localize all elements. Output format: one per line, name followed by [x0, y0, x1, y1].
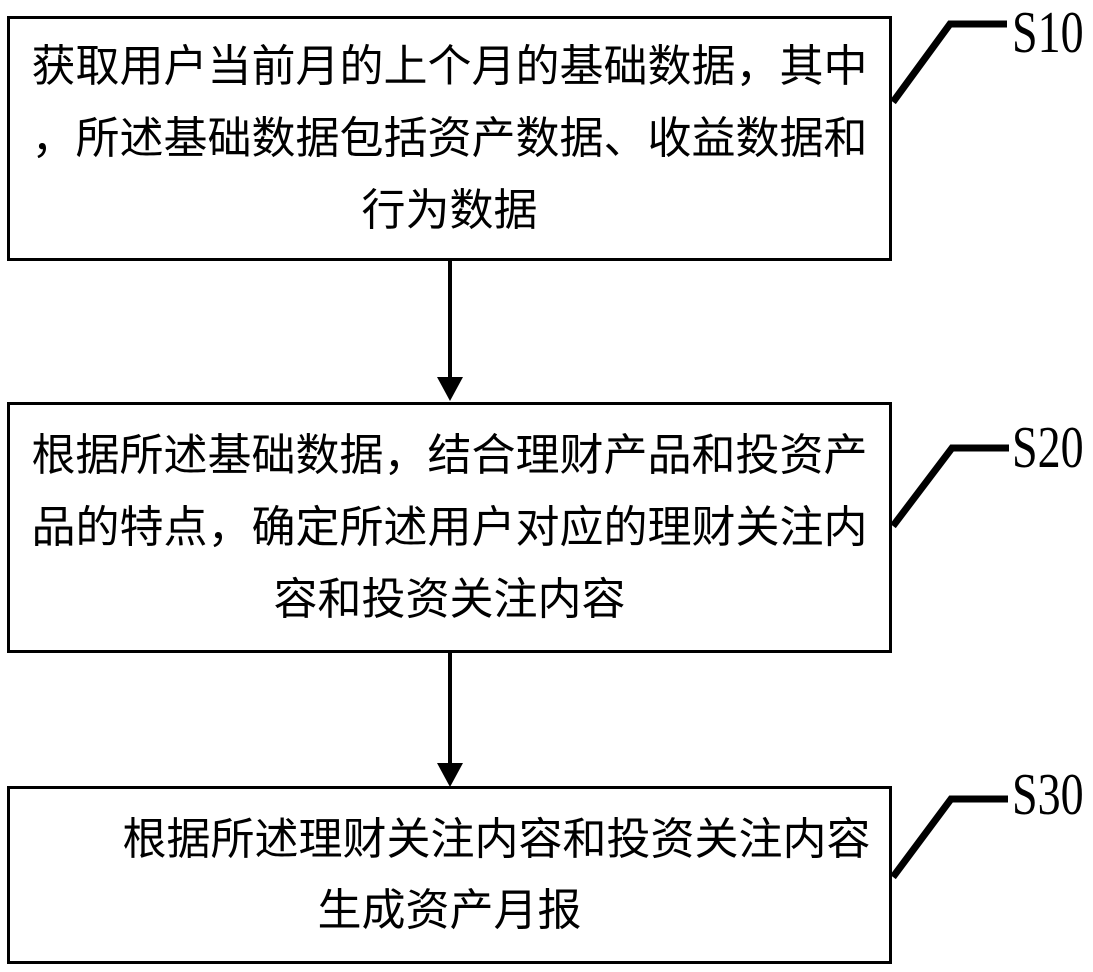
leader-line-s30 — [890, 795, 1008, 880]
step-text-line: 根据所述理财关注内容和投资关注内容 — [122, 814, 871, 865]
step-box-s30: 根据所述理财关注内容和投资关注内容 生成资产月报 — [7, 786, 892, 964]
step-box-s10: 获取用户当前月的上个月的基础数据，其中 ，所述基础数据包括资产数据、收益数据和 … — [7, 16, 892, 261]
leader-line-s20 — [890, 444, 1009, 529]
step-box-s20: 根据所述基础数据，结合理财产品和投资产 品的特点，确定所述用户对应的理财关注内 … — [7, 402, 892, 653]
step-text-line: 生成资产月报 — [317, 885, 582, 936]
step-text-line: ，所述基础数据包括资产数据、收益数据和 — [31, 112, 868, 164]
step-label-s10: S10 — [1012, 0, 1084, 66]
step-text-line: 获取用户当前月的上个月的基础数据，其中 — [31, 40, 868, 92]
step-text-line: 根据所述基础数据，结合理财产品和投资产 — [31, 429, 868, 481]
step-text-line: 品的特点，确定所述用户对应的理财关注内 — [31, 501, 868, 553]
step-label-s20: S20 — [1012, 414, 1084, 480]
step-text-line: 容和投资关注内容 — [273, 573, 626, 625]
step-label-s30: S30 — [1012, 761, 1084, 827]
leader-line-s10 — [890, 20, 1007, 105]
down-arrow-1 — [437, 261, 463, 401]
step-text-line: 行为数据 — [361, 184, 538, 236]
down-arrow-2 — [437, 653, 463, 787]
